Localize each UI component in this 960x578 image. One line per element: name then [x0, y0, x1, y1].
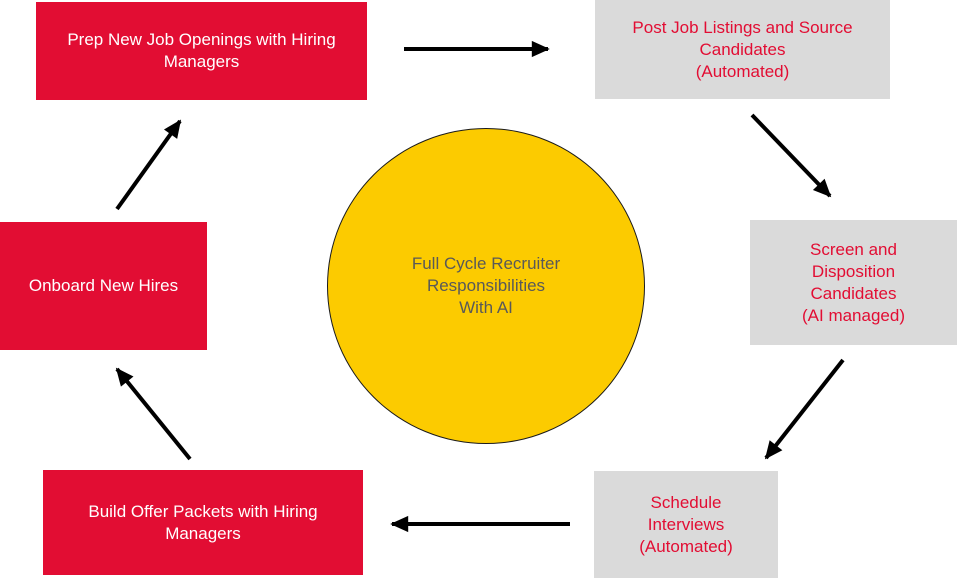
step-screen-disposition-candidates: Screen and Disposition Candidates (AI ma… [750, 220, 957, 345]
step-onboard-new-hires: Onboard New Hires [0, 222, 207, 350]
arrow-screen-to-schedule [764, 358, 845, 460]
arrow-onboard-to-prep [115, 119, 182, 211]
step-prep-new-job-openings: Prep New Job Openings with Hiring Manage… [36, 2, 367, 100]
arrow-post-to-screen [750, 113, 832, 198]
step-schedule-interviews: Schedule Interviews (Automated) [594, 471, 778, 578]
step-post-job-listings: Post Job Listings and Source Candidates … [595, 0, 890, 99]
step-build-offer-packets: Build Offer Packets with Hiring Managers [43, 470, 363, 575]
arrow-build-to-onboard [115, 367, 192, 461]
center-circle: Full Cycle Recruiter Responsibilities Wi… [327, 128, 645, 444]
